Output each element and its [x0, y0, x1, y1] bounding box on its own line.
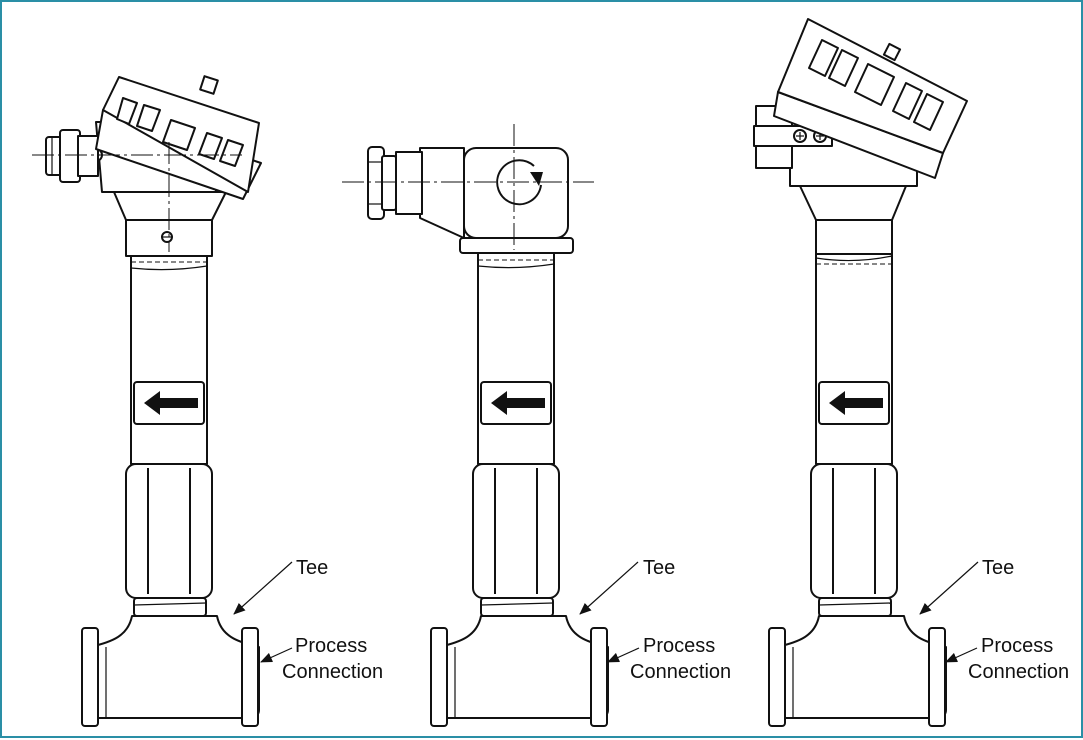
sensor-shaft-1 [130, 255, 208, 465]
process-label-2a: Process [643, 635, 715, 657]
process-leader-3 [945, 647, 978, 663]
tee-label-3: Tee [982, 557, 1014, 579]
enclosure-cover-1 [95, 75, 262, 200]
cable-gland-2 [367, 146, 423, 220]
sensor-shaft-2 [477, 251, 555, 465]
sensor-view-1: Tee Process Connection [32, 75, 383, 727]
hex-nut-1 [125, 463, 213, 599]
tee-leader-3 [919, 561, 979, 615]
flow-direction-arrow-3 [818, 381, 890, 425]
hex-nut-3 [810, 463, 898, 599]
process-label-3a: Process [981, 635, 1053, 657]
process-leader-1 [260, 647, 293, 663]
process-label-3b: Connection [968, 661, 1069, 683]
collar-1 [133, 597, 207, 617]
tee-label-1: Tee [296, 557, 328, 579]
sensor-view-3: Tee Process Connection [753, 18, 1069, 727]
flow-direction-arrow-2 [480, 381, 552, 425]
enclosure-cover-3 [773, 18, 968, 179]
tee-body-2 [430, 615, 609, 727]
tee-body-3 [768, 615, 947, 727]
process-label-2b: Connection [630, 661, 731, 683]
collar-2 [480, 597, 554, 617]
sensor-shaft-3 [815, 253, 893, 465]
process-leader-2 [607, 647, 640, 663]
tee-body-1 [81, 615, 260, 727]
tee-leader-1 [233, 561, 293, 615]
flow-direction-arrow-1 [133, 381, 205, 425]
collar-3 [818, 597, 892, 617]
tee-leader-2 [579, 561, 639, 615]
process-label-1a: Process [295, 635, 367, 657]
hex-nut-2 [472, 463, 560, 599]
sensor-view-2: Tee Process Connection [342, 124, 731, 727]
tee-label-2: Tee [643, 557, 675, 579]
cable-gland-1 [45, 129, 99, 183]
enclosure-housing-2 [419, 147, 574, 254]
process-label-1b: Connection [282, 661, 383, 683]
